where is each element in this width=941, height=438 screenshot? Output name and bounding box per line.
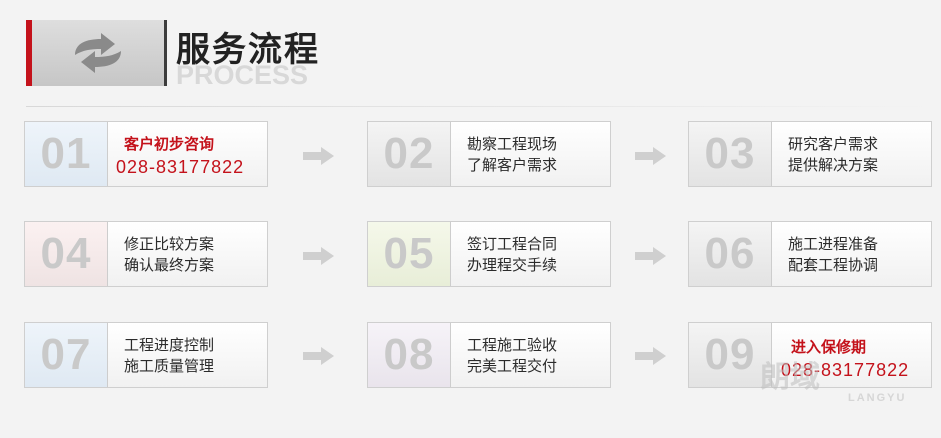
step-card-06: 06 施工进程准备 配套工程协调: [688, 221, 932, 287]
step-line2: 了解客户需求: [467, 156, 558, 174]
step-number: 06: [689, 222, 772, 286]
step-card-08: 08 工程施工验收 完美工程交付: [367, 322, 611, 388]
step-line2: 办理程交手续: [467, 256, 558, 274]
step-number: 09: [689, 323, 772, 387]
step-line1: 客户初步咨询: [124, 135, 215, 153]
step-line2: 确认最终方案: [124, 256, 215, 274]
step-line1: 勘察工程现场: [467, 135, 558, 153]
step-number: 05: [368, 222, 451, 286]
step-line1: 修正比较方案: [124, 235, 215, 253]
step-card-05: 05 签订工程合同 办理程交手续: [367, 221, 611, 287]
step-number: 03: [689, 122, 772, 186]
watermark-logo: 朗域: [760, 360, 820, 395]
step-number: 02: [368, 122, 451, 186]
header-icon-box: [32, 20, 164, 86]
watermark-sub: LANGYU: [848, 392, 907, 404]
step-line1: 工程施工验收: [467, 336, 558, 354]
step-line1: 施工进程准备: [788, 235, 879, 253]
step-card-01: 01 客户初步咨询 028-83177822: [24, 121, 268, 187]
step-line2: 施工质量管理: [124, 357, 215, 375]
step-card-04: 04 修正比较方案 确认最终方案: [24, 221, 268, 287]
step-number: 04: [25, 222, 108, 286]
page-subtitle: PROCESS: [176, 60, 309, 90]
step-line2: 配套工程协调: [788, 256, 879, 274]
page-title: 服务流程: [176, 30, 320, 70]
step-line1: 签订工程合同: [467, 235, 558, 253]
step-number: 07: [25, 323, 108, 387]
header-divider: [164, 20, 167, 86]
header-underline: [26, 106, 931, 107]
step-line2: 完美工程交付: [467, 357, 558, 375]
step-number: 01: [25, 122, 108, 186]
step-card-09: 09 进入保修期 028-83177822: [688, 322, 932, 388]
step-number: 08: [368, 323, 451, 387]
step-line1: 工程进度控制: [124, 336, 215, 354]
step-line1: 进入保修期: [791, 338, 867, 356]
step-phone: 028-83177822: [116, 157, 245, 177]
step-card-02: 02 勘察工程现场 了解客户需求: [367, 121, 611, 187]
step-card-03: 03 研究客户需求 提供解决方案: [688, 121, 932, 187]
step-card-07: 07 工程进度控制 施工质量管理: [24, 322, 268, 388]
header-accent-bar: [26, 20, 32, 86]
step-line2: 提供解决方案: [788, 156, 879, 174]
step-line1: 研究客户需求: [788, 135, 879, 153]
step-phone: 028-83177822: [781, 360, 910, 380]
refresh-arrows-icon: [75, 33, 121, 73]
